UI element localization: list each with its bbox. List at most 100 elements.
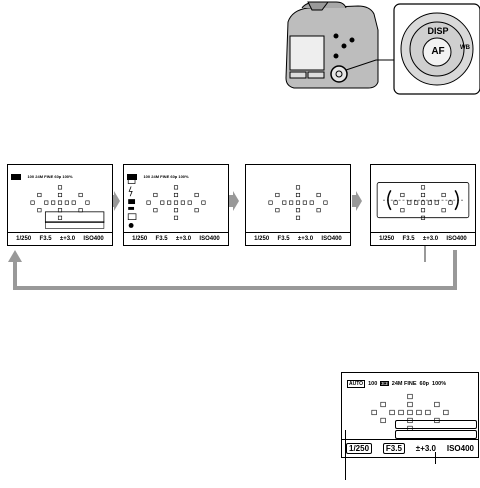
af-point — [441, 208, 446, 213]
histogram-box-bottom — [395, 430, 477, 439]
af-point — [85, 200, 90, 205]
af-point — [316, 208, 321, 213]
histogram-area — [44, 211, 105, 229]
callout-line-left — [345, 430, 346, 480]
mode-badge — [127, 173, 137, 180]
exposure-comp: ±+3.0 — [59, 236, 76, 242]
shutter-speed: 1/250 — [379, 236, 395, 242]
af-point — [309, 200, 314, 205]
iso: ISO400 — [446, 236, 467, 242]
af-point — [173, 215, 179, 220]
af-point — [78, 192, 83, 198]
af-point — [407, 401, 413, 408]
af-point — [400, 208, 405, 213]
af-points — [371, 393, 449, 432]
shot-count: 100 — [368, 380, 378, 387]
af-point — [393, 200, 398, 205]
af-point — [407, 200, 412, 205]
af-point — [448, 200, 453, 205]
af-point — [180, 200, 185, 205]
af-point — [71, 200, 76, 205]
camera-body — [285, 1, 379, 89]
arrow-right-3 — [352, 191, 362, 211]
af-point — [30, 200, 35, 205]
shutter-speed: 1/250 — [132, 236, 148, 242]
af-point — [407, 393, 413, 400]
disp-button-label: DISP — [427, 26, 449, 36]
iso: ISO400 — [83, 236, 104, 242]
af-point — [316, 192, 321, 198]
af-point — [173, 192, 179, 198]
level-gauge — [376, 182, 470, 219]
af-point — [187, 200, 192, 205]
detail-screen: AUTO 100 3:2 24M FINE 60p 100% 1/250 F3.… — [341, 372, 479, 458]
af-point — [194, 192, 199, 198]
af-point — [146, 200, 151, 205]
arrow-right-2 — [229, 191, 239, 211]
af-button-label: AF — [431, 46, 445, 57]
histogram-box-top — [395, 420, 477, 429]
camera-illustration — [285, 1, 480, 95]
af-point — [420, 185, 426, 190]
shutter-speed: 1/250 — [16, 236, 32, 242]
af-point — [167, 200, 172, 205]
af-point — [275, 192, 280, 198]
af-point — [420, 208, 426, 213]
aperture: F3.5 — [155, 236, 168, 242]
af-point — [160, 200, 165, 205]
af-point — [443, 409, 449, 416]
af-point — [153, 192, 158, 198]
af-point — [173, 208, 179, 213]
aperture: F3.5 — [382, 443, 405, 454]
wb-button-label: WB — [460, 45, 470, 51]
quality: 24M FINE — [391, 380, 417, 387]
aperture: F3.5 — [39, 236, 52, 242]
af-point — [289, 200, 294, 205]
af-point — [51, 200, 56, 205]
af-point — [302, 200, 307, 205]
af-point — [57, 185, 63, 190]
mode-badge: AUTO — [347, 379, 366, 388]
callout-line-mid — [435, 452, 436, 464]
return-arrowhead — [8, 250, 22, 262]
af-point — [275, 208, 280, 213]
af-point — [295, 192, 301, 198]
af-point — [295, 215, 301, 220]
aspect-badge: 3:2 — [380, 381, 389, 386]
af-point — [420, 215, 426, 220]
af-point — [407, 409, 413, 416]
af-point — [57, 215, 63, 220]
af-point — [416, 409, 422, 416]
left-icon-column — [127, 178, 137, 228]
af-point — [201, 200, 206, 205]
mode-badge — [11, 173, 21, 180]
step-screen-3: 1/250 F3.5 ±+3.0 ISO400 — [245, 164, 351, 246]
return-loop-arrow — [13, 250, 457, 290]
af-point — [420, 200, 426, 205]
af-point — [37, 192, 42, 198]
exposure-comp: ±+3.0 — [422, 236, 439, 242]
frame-rate: 60p — [419, 380, 430, 387]
shutter-speed: 1/250 — [254, 236, 270, 242]
af-point — [441, 192, 446, 198]
af-point — [434, 200, 439, 205]
exposure-comp: ±+3.0 — [175, 236, 192, 242]
aperture: F3.5 — [277, 236, 290, 242]
af-point — [434, 401, 440, 408]
af-point — [57, 200, 63, 205]
af-point — [400, 192, 405, 198]
af-point — [398, 409, 404, 416]
af-point — [37, 208, 42, 213]
af-point — [420, 192, 426, 198]
battery-level: 100% — [432, 380, 447, 387]
af-point — [295, 208, 301, 213]
control-wheel-closeup — [393, 3, 480, 95]
af-point — [194, 208, 199, 213]
step-screen-4: 1/250 F3.5 ±+3.0 ISO400 — [370, 164, 476, 246]
shutter-speed: 1/250 — [346, 443, 373, 454]
af-point — [153, 208, 158, 213]
step-screen-1: 100 24M FINE 60p 100% 1/250 F3.5 ±+3.0 I… — [7, 164, 113, 246]
af-points — [268, 185, 328, 220]
step-screen-2: 100 24M FINE 60p 100% 1/250 F3.5 ±+3.0 I… — [123, 164, 229, 246]
af-point — [173, 185, 179, 190]
